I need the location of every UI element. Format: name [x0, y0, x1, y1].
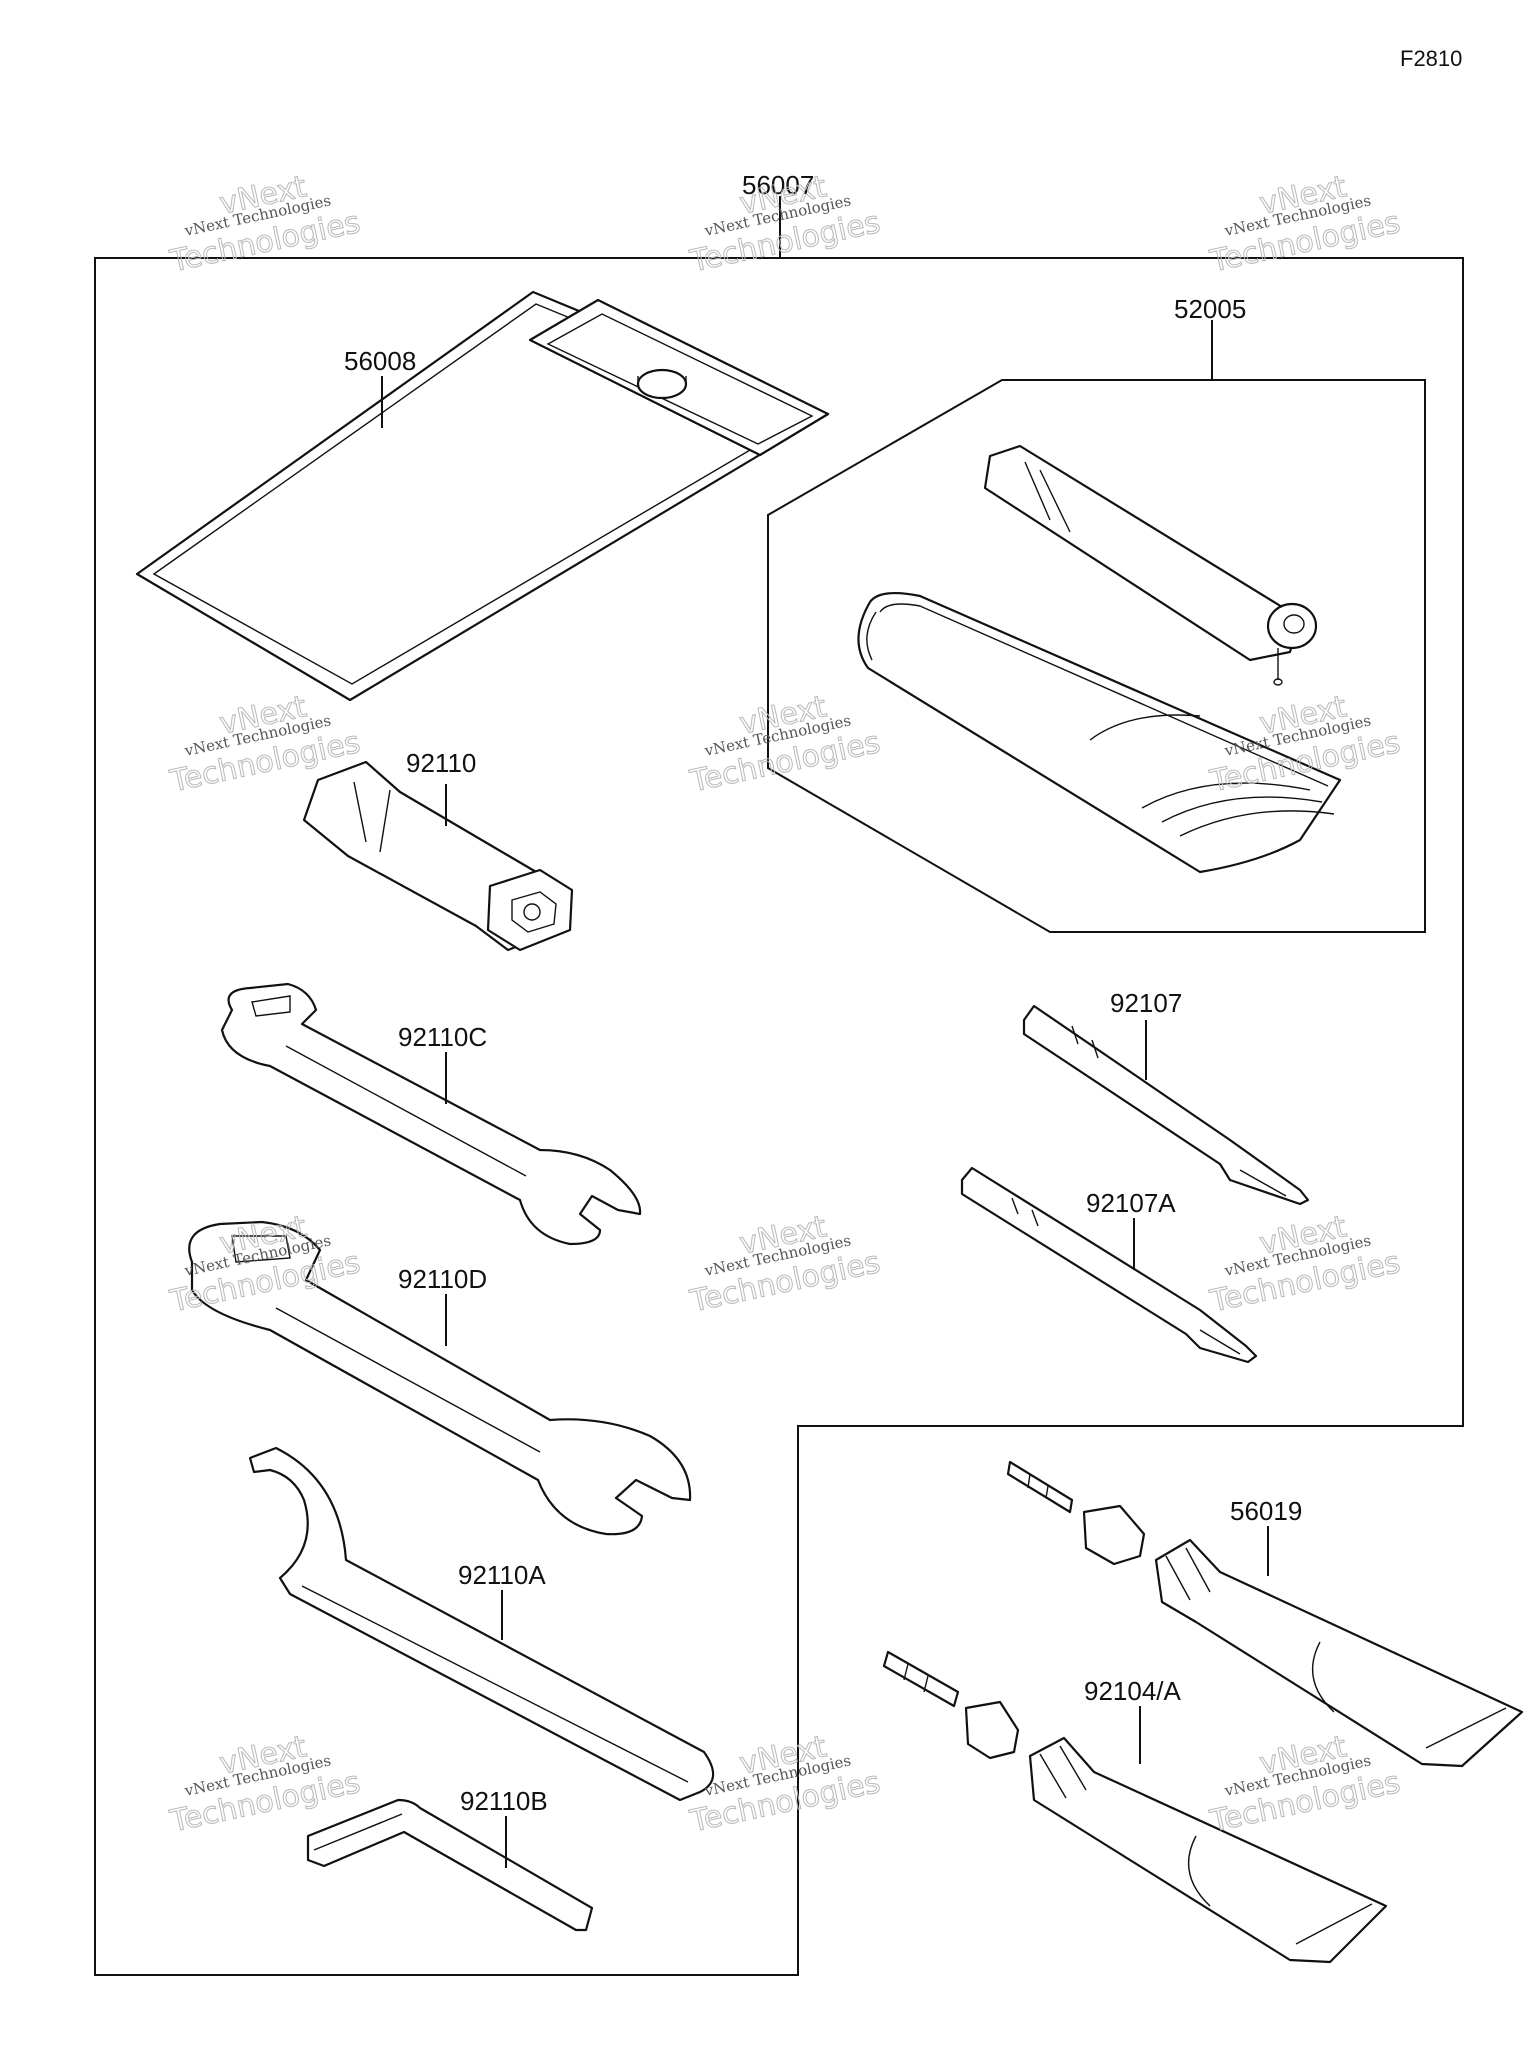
watermark: vNext vNext Technologies Technologies — [1206, 1729, 1404, 1840]
wrench-small-drawing — [220, 982, 642, 1246]
callout-56019: 56019 — [1230, 1496, 1302, 1526]
watermark: vNext vNext Technologies Technologies — [166, 1729, 364, 1840]
wrench-large-drawing — [188, 1220, 692, 1536]
watermark: vNext vNext Technologies Technologies — [686, 1209, 884, 1320]
pouch-drawing — [857, 591, 1342, 874]
watermark: vNext vNext Technologies Technologies — [686, 169, 884, 280]
glue-tube-drawing — [1006, 1460, 1524, 1768]
hook-spanner-drawing — [248, 1446, 715, 1802]
watermark: vNext vNext Technologies Technologies — [1206, 1209, 1404, 1320]
callout-92110a: 92110A — [458, 1560, 546, 1590]
plug-socket-drawing — [302, 760, 574, 952]
watermark: vNext vNext Technologies Technologies — [1206, 169, 1404, 280]
callout-92107a: 92107A — [1086, 1188, 1176, 1218]
callout-52005: 52005 — [1174, 294, 1246, 324]
watermark: vNext vNext Technologies Technologies — [166, 169, 364, 280]
callout-56007: 56007 — [742, 170, 814, 200]
callout-56008: 56008 — [344, 346, 416, 376]
callout-92110b: 92110B — [460, 1786, 548, 1816]
callout-92110c: 92110C — [398, 1022, 487, 1052]
callout-92110d: 92110D — [398, 1264, 487, 1294]
tool-bag-drawing — [135, 290, 830, 702]
hex-key-drawing — [306, 1798, 594, 1932]
pump-drawing — [983, 444, 1318, 686]
callout-92110: 92110 — [406, 748, 476, 778]
kit-outline — [94, 257, 1464, 1976]
callout-92107: 92107 — [1110, 988, 1182, 1018]
watermark: vNext vNext Technologies Technologies — [686, 689, 884, 800]
screwdriver-bit-drawing — [1022, 1004, 1310, 1206]
callout-labels: 56007 56008 52005 92110 92110C 92110D 92… — [344, 170, 1302, 1816]
figure-code: F2810 — [1400, 46, 1462, 71]
pump-kit-outline — [767, 379, 1426, 933]
leader-lines — [381, 196, 1269, 1868]
screwdriver-bit-a-drawing — [960, 1166, 1258, 1364]
watermark: vNext vNext Technologies Technologies — [166, 1209, 364, 1320]
callout-92104a: 92104/A — [1084, 1676, 1182, 1706]
glue-tube-a-drawing — [882, 1650, 1388, 1964]
